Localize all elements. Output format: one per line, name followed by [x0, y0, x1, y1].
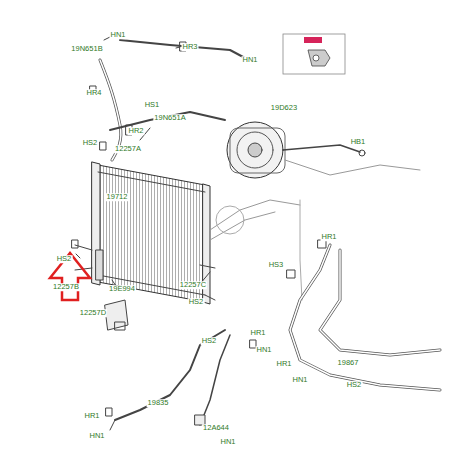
pointer-arrow: [50, 253, 90, 300]
callout-number: HR2: [127, 127, 144, 135]
callout-number: HN1: [109, 31, 126, 39]
callout-number: 12257A: [114, 145, 142, 153]
callout-number: 19E994: [108, 285, 136, 293]
callout-number: HN1: [255, 346, 272, 354]
callout-number: HR1: [275, 360, 292, 368]
callout-number: 19N651A: [153, 114, 186, 122]
callout-number: HN1: [291, 376, 308, 384]
callout-number: 19712: [106, 193, 129, 201]
callout-number: HS2: [346, 381, 363, 389]
callout-number: HN1: [219, 438, 236, 446]
callout-number: HR1: [249, 329, 266, 337]
callout-number: HS2: [56, 255, 73, 263]
callout-number: HS2: [188, 298, 205, 306]
callout-number: HN1: [241, 56, 258, 64]
callout-number: 19N651B: [70, 45, 103, 53]
callout-number: 12A644: [202, 424, 230, 432]
callout-number: HS3: [268, 261, 285, 269]
callout-number: HR3: [181, 43, 198, 51]
callout-number: HS2: [201, 337, 218, 345]
callout-number: HS2: [82, 139, 99, 147]
callout-number: 19D623: [270, 104, 298, 112]
callout-number: 12257D: [79, 309, 107, 317]
callout-number: HS1: [144, 101, 161, 109]
callout-number: HN1: [88, 432, 105, 440]
callout-number: 12257C: [179, 281, 207, 289]
callout-number: HR1: [83, 412, 100, 420]
callout-number: 19835: [147, 399, 170, 407]
callout-number: 19867: [337, 359, 360, 367]
callout-number: HB1: [350, 138, 367, 146]
callout-number: 12257B: [52, 283, 80, 291]
callout-number: HR1: [320, 233, 337, 241]
callout-number: HR4: [85, 89, 102, 97]
